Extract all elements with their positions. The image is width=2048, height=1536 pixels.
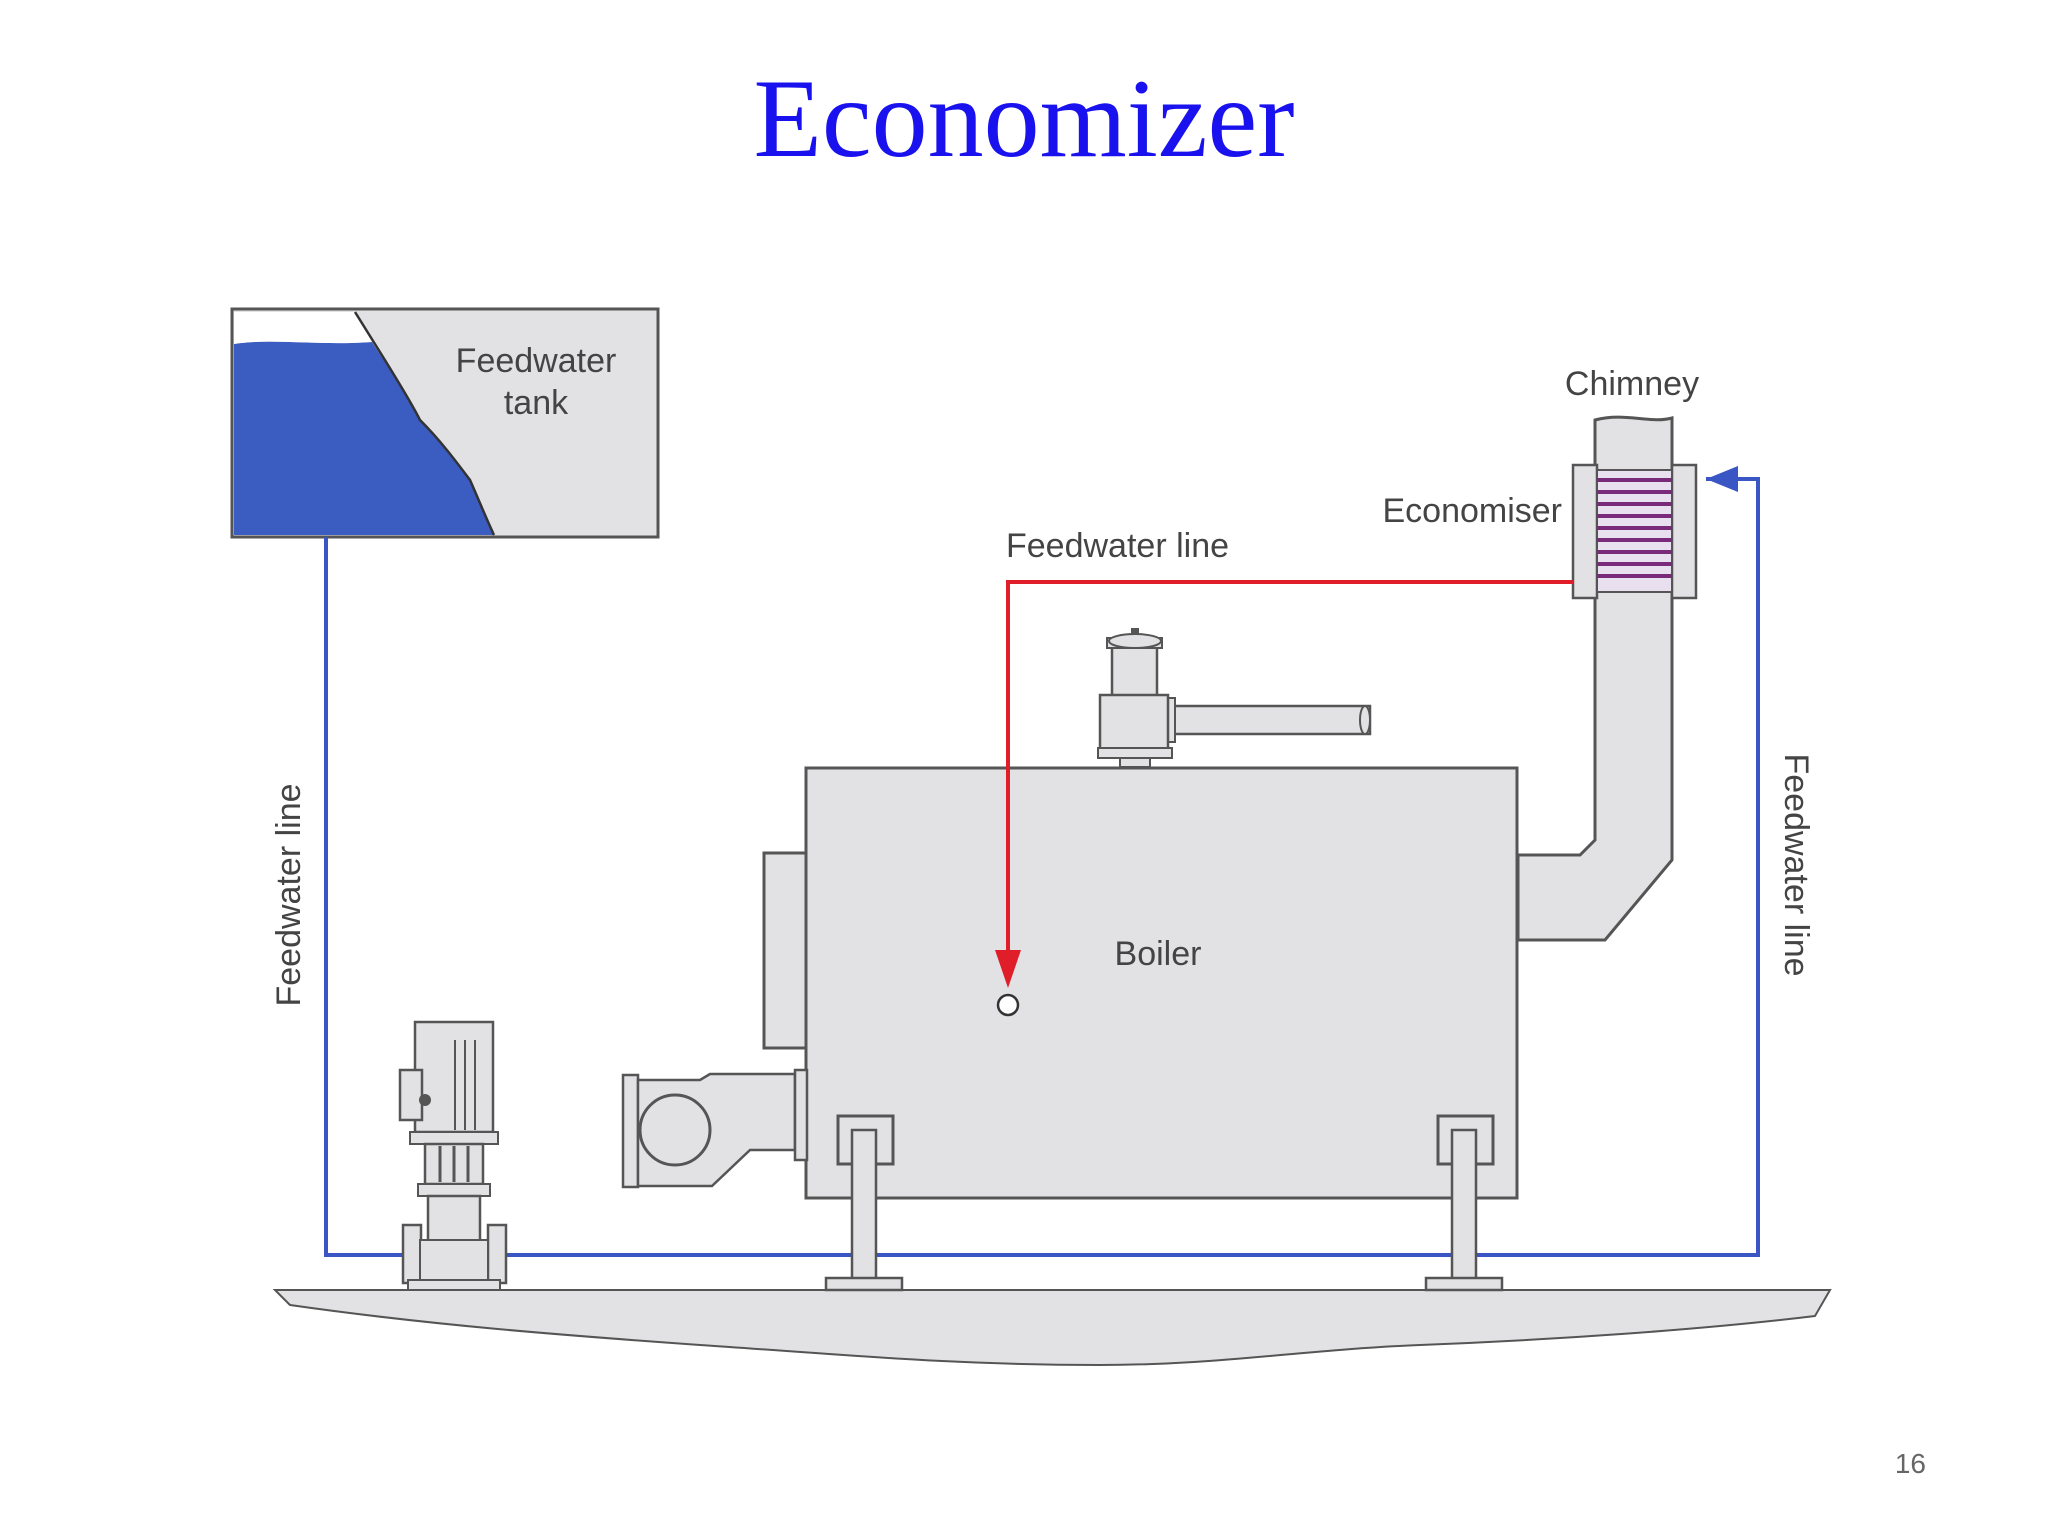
cold-feedwater-line	[324, 466, 1760, 1257]
economiser-label: Economiser	[1382, 492, 1562, 530]
boiler-label: Boiler	[1115, 935, 1202, 973]
chimney-label: Chimney	[1565, 365, 1699, 403]
burner	[621, 1068, 809, 1189]
feedwater-line-left-label: Feedwater line	[270, 783, 308, 1006]
tank-water	[234, 341, 494, 535]
boiler-support-left	[824, 1114, 904, 1292]
feedwater-line-top-label: Feedwater line	[1006, 527, 1229, 565]
tank-label-line2: tank	[504, 384, 569, 422]
slide-title: Economizer	[753, 57, 1295, 181]
page-number: 16	[1894, 1448, 1926, 1479]
chimney: Chimney	[1516, 365, 1699, 942]
feed-pump	[398, 1020, 508, 1291]
feedwater-inlet-point	[996, 993, 1020, 1017]
boiler-support-right	[1424, 1114, 1504, 1292]
ground	[272, 1289, 1832, 1367]
economiser: Economiser	[1382, 463, 1698, 600]
boiler: Boiler	[621, 766, 1519, 1292]
feedwater-inlet-arrow-head	[995, 950, 1021, 988]
feedwater-tank: Feedwater tank	[230, 307, 660, 539]
tank-label-line1: Feedwater	[456, 342, 617, 380]
feedwater-arrow-head	[1706, 466, 1738, 492]
steam-valve	[1097, 628, 1372, 768]
hot-feedwater-line: Feedwater line	[995, 527, 1573, 1017]
feedwater-line-right-label: Feedwater line	[1777, 753, 1815, 976]
